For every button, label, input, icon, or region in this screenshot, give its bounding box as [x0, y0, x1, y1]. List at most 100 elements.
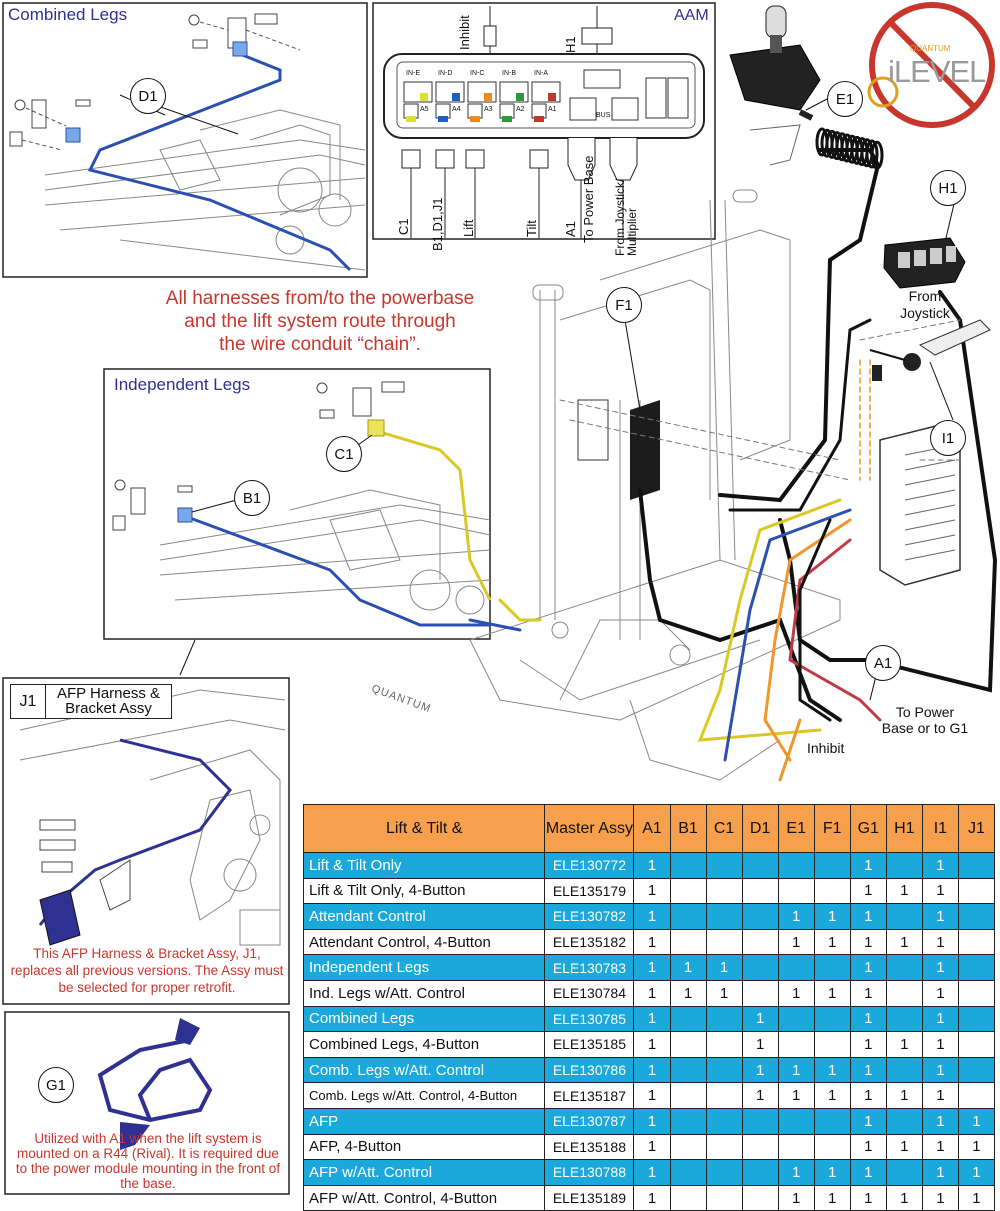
row-quantity-cell	[885, 903, 923, 930]
row-master-assy: ELE130772	[544, 852, 635, 879]
row-quantity-cell	[741, 852, 779, 879]
row-quantity-cell: 1	[741, 1005, 779, 1033]
inhibit-label: Inhibit	[807, 740, 845, 756]
row-quantity-cell	[813, 1031, 851, 1058]
row-quantity-cell: 1	[849, 1107, 887, 1135]
combined-legs-inset	[2, 2, 368, 278]
row-quantity-cell: 1	[849, 1184, 887, 1211]
row-quantity-cell: 1	[885, 877, 923, 905]
row-quantity-cell: 1	[921, 1056, 959, 1084]
row-quantity-cell: 1	[921, 1107, 959, 1135]
logo-brand: QUANTUM	[910, 44, 951, 53]
aam-port-color-marker	[452, 93, 460, 101]
row-quantity-cell: 1	[957, 1159, 996, 1186]
row-quantity-cell	[957, 1056, 996, 1084]
table-header-cell: J1	[957, 804, 996, 853]
row-quantity-cell	[813, 1005, 851, 1033]
aam-port-label: IN-D	[438, 70, 453, 77]
row-quantity-cell: 1	[633, 903, 671, 930]
row-quantity-cell: 1	[813, 979, 851, 1007]
row-quantity-cell	[741, 979, 779, 1007]
row-quantity-cell	[777, 1107, 815, 1135]
row-quantity-cell: 1	[633, 979, 671, 1007]
independent-legs-inset	[103, 368, 492, 640]
row-name: Lift & Tilt Only	[302, 852, 546, 879]
table-header-cell: H1	[885, 804, 923, 853]
row-quantity-cell: 1	[921, 1031, 959, 1058]
row-master-assy: ELE135187	[544, 1082, 635, 1109]
row-quantity-cell	[885, 852, 923, 879]
row-quantity-cell	[705, 1031, 743, 1058]
row-name: Independent Legs	[302, 954, 546, 981]
row-quantity-cell: 1	[777, 1056, 815, 1084]
routing-note-line-2: and the lift system route through	[184, 311, 456, 332]
row-quantity-cell: 1	[885, 1133, 923, 1161]
row-quantity-cell	[957, 877, 996, 905]
row-quantity-cell: 1	[957, 1133, 996, 1161]
row-quantity-cell	[777, 1031, 815, 1058]
row-quantity-cell	[885, 979, 923, 1007]
row-quantity-cell: 1	[921, 877, 959, 905]
row-quantity-cell	[885, 954, 923, 981]
row-master-assy: ELE130782	[544, 903, 635, 930]
aam-port-color-marker	[470, 116, 480, 122]
row-quantity-cell: 1	[885, 928, 923, 956]
row-quantity-cell: 1	[777, 1159, 815, 1186]
row-quantity-cell	[777, 954, 815, 981]
aam-port-label: A1	[548, 106, 557, 113]
callout-a1: A1	[865, 645, 901, 681]
row-quantity-cell: 1	[885, 1031, 923, 1058]
callout-b1: B1	[234, 480, 270, 516]
row-quantity-cell: 1	[921, 954, 959, 981]
row-quantity-cell	[777, 1005, 815, 1033]
row-quantity-cell: 1	[705, 954, 743, 981]
callout-i1: I1	[930, 420, 966, 456]
j1-panel	[2, 677, 290, 1005]
row-quantity-cell: 1	[741, 1082, 779, 1109]
row-quantity-cell: 1	[849, 1133, 887, 1161]
aam-a1-label: A1	[563, 221, 578, 237]
table-header-cell: D1	[741, 804, 779, 853]
row-quantity-cell	[669, 852, 707, 879]
row-quantity-cell	[885, 1159, 923, 1186]
row-master-assy: ELE130786	[544, 1056, 635, 1084]
row-quantity-cell	[705, 1056, 743, 1084]
row-quantity-cell	[957, 903, 996, 930]
callout-d1: D1	[130, 78, 166, 114]
row-quantity-cell: 1	[921, 1133, 959, 1161]
row-quantity-cell	[741, 1184, 779, 1211]
row-name: Comb. Legs w/Att. Control	[302, 1056, 546, 1084]
j1-note: This AFP Harness & Bracket Assy, J1, rep…	[10, 946, 284, 995]
row-quantity-cell: 1	[921, 979, 959, 1007]
row-quantity-cell	[957, 1005, 996, 1033]
aam-port-label: IN-B	[502, 70, 516, 77]
routing-note: All harnesses from/to the powerbase and …	[140, 287, 500, 356]
row-quantity-cell: 1	[633, 1056, 671, 1084]
row-quantity-cell: 1	[849, 903, 887, 930]
independent-legs-title: Independent Legs	[114, 375, 251, 394]
row-quantity-cell	[741, 1159, 779, 1186]
logo-text: iLEVEL	[888, 54, 986, 89]
row-quantity-cell	[669, 1133, 707, 1161]
row-quantity-cell: 1	[777, 1082, 815, 1109]
g1-note: Utilized with A1 when the lift system is…	[15, 1131, 281, 1191]
row-quantity-cell	[813, 1107, 851, 1135]
row-name: AFP w/Att. Control	[302, 1159, 546, 1186]
aam-port-color-marker	[502, 116, 512, 122]
table-header-cell: Master Assy	[544, 804, 635, 853]
row-quantity-cell	[705, 1107, 743, 1135]
j1-title: AFP Harness & Bracket Assy	[56, 685, 161, 717]
aam-lift-label: Lift	[461, 219, 476, 237]
callout-c1: C1	[326, 436, 362, 472]
aam-port-color-marker	[484, 93, 492, 101]
to-power-base-label: To Power Base or to G1	[881, 704, 969, 736]
row-quantity-cell: 1	[957, 1107, 996, 1135]
table-header-cell: A1	[633, 804, 671, 853]
